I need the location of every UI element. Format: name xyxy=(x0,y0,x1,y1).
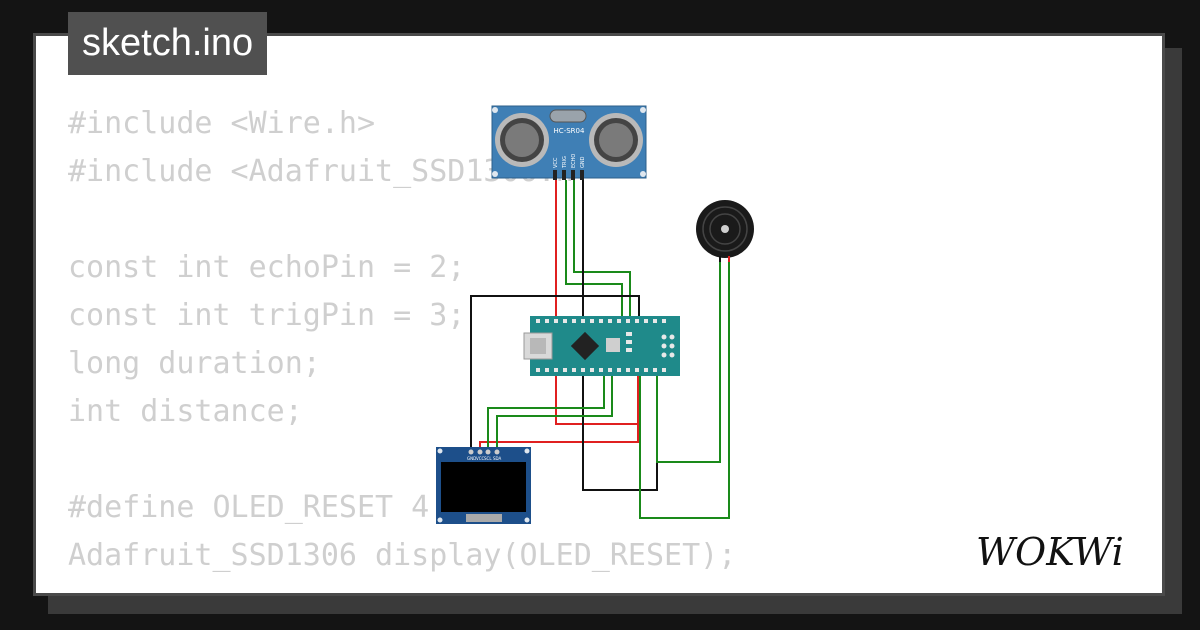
code-line: long duration; xyxy=(68,346,321,381)
arduino-nano-board[interactable] xyxy=(523,316,680,376)
buzzer[interactable] xyxy=(696,200,754,262)
wire-trig-green xyxy=(565,180,623,320)
oled-pin-label: SDA xyxy=(493,456,502,461)
code-listing: #include <Wire.h>#include <Adafruit_SSD1… xyxy=(68,100,736,580)
sensor-transducer-right xyxy=(589,113,643,167)
wire-buzzer-green xyxy=(656,258,721,463)
sensor-pin-label: GND xyxy=(580,156,586,168)
ultrasonic-sensor[interactable]: HC-SR04 VCC TRIG ECHO GND xyxy=(491,105,647,180)
code-line: #define OLED_RESET 4 xyxy=(68,490,430,525)
wire-vcc-red xyxy=(555,180,639,425)
wire-buzzer2-green xyxy=(639,258,730,519)
sensor-pin-label: ECHO xyxy=(571,154,577,168)
oled-pin-label: VCC xyxy=(476,456,485,461)
sensor-model-label: HC-SR04 xyxy=(554,127,585,135)
code-line: Adafruit_SSD1306 display(OLED_RESET); xyxy=(68,538,737,573)
sensor-pin-label: TRIG xyxy=(562,156,568,169)
wire-oled-gnd-black xyxy=(470,295,640,452)
oled-display[interactable]: GND VCC SCL SDA xyxy=(436,447,531,524)
code-line: #include <Wire.h> xyxy=(68,106,376,141)
oled-pin-label: SCL xyxy=(484,456,492,461)
wire-scl-green xyxy=(487,376,605,452)
wokwi-logo-text: WOKWi xyxy=(976,530,1124,574)
code-line: const int trigPin = 3; xyxy=(68,298,466,333)
sensor-transducer-left xyxy=(495,113,549,167)
oled-pin-label: GND xyxy=(467,456,476,461)
microcontroller-chip xyxy=(570,331,600,361)
sensor-pin-label: VCC xyxy=(553,157,559,168)
wire-sda-green xyxy=(496,376,613,452)
code-line: const int echoPin = 2; xyxy=(68,250,466,285)
code-line: int distance; xyxy=(68,394,303,429)
file-tab[interactable]: sketch.ino xyxy=(68,12,268,75)
wokwi-logo: WOKWi xyxy=(976,530,1124,574)
